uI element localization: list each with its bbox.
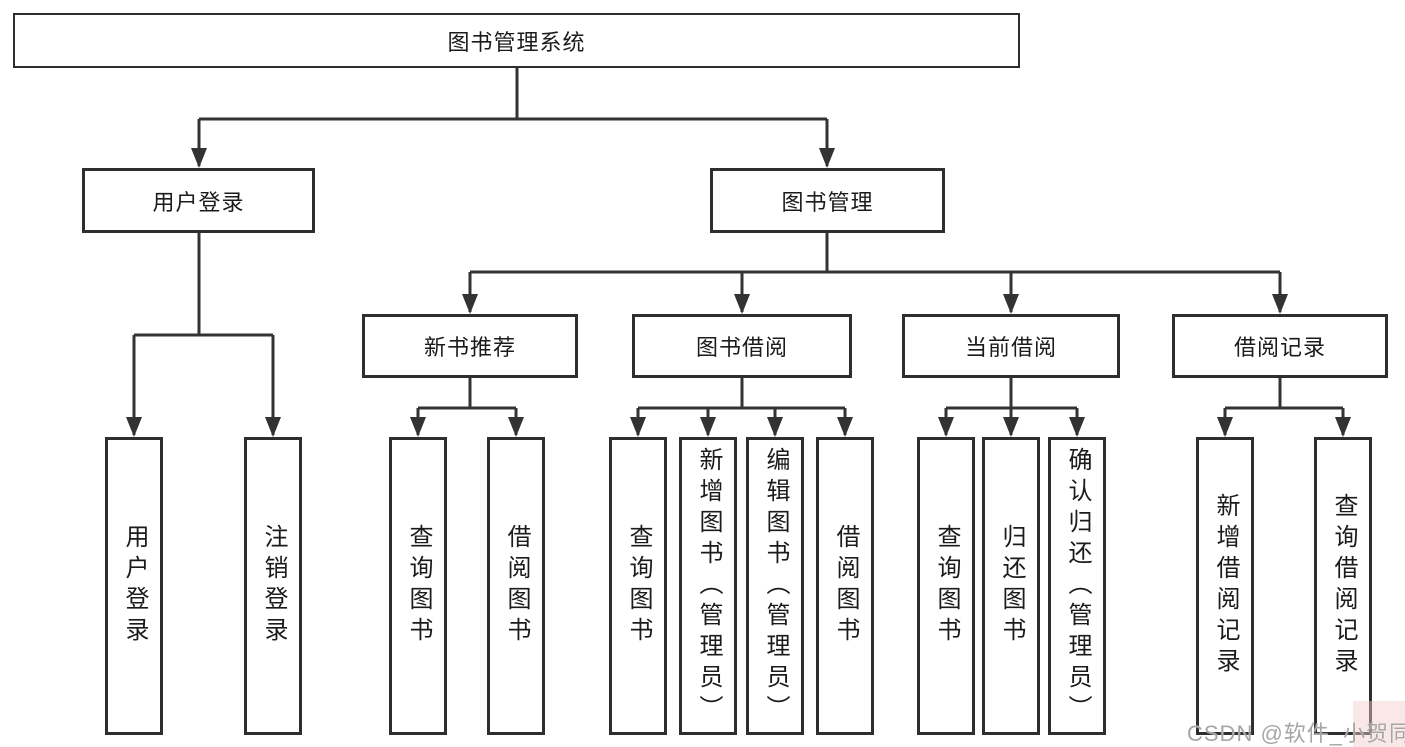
node-new-book-recommend: 新书推荐 — [362, 314, 578, 378]
leaf-add-borrow-record: 新增借阅记录 — [1196, 437, 1254, 735]
node-user-login: 用户登录 — [82, 168, 315, 233]
node-library-system: 图书管理系统 — [13, 13, 1020, 68]
leaf-confirm-return-admin-label: 确认归还（管理员） — [1064, 446, 1091, 726]
leaf-edit-book-admin-label: 编辑图书（管理员） — [762, 446, 789, 726]
node-book-management: 图书管理 — [710, 168, 945, 233]
corner-tint — [1353, 701, 1405, 747]
leaf-query-books-recommend-label: 查询图书 — [405, 524, 432, 648]
leaf-borrow-books-label: 借阅图书 — [832, 524, 859, 648]
leaf-add-book-admin-label: 新增图书（管理员） — [695, 446, 722, 726]
leaf-return-books-label: 归还图书 — [998, 524, 1025, 648]
leaf-edit-book-admin: 编辑图书（管理员） — [746, 437, 804, 735]
leaf-return-books: 归还图书 — [982, 437, 1040, 735]
leaf-logout-label: 注销登录 — [260, 524, 287, 648]
leaf-borrow-books: 借阅图书 — [816, 437, 874, 735]
leaf-query-books-recommend: 查询图书 — [389, 437, 447, 735]
leaf-logout: 注销登录 — [244, 437, 302, 735]
node-current-borrow: 当前借阅 — [902, 314, 1120, 378]
leaf-borrow-books-recommend: 借阅图书 — [487, 437, 545, 735]
leaf-add-book-admin: 新增图书（管理员） — [679, 437, 737, 735]
leaf-query-borrow-record-label: 查询借阅记录 — [1330, 493, 1357, 679]
leaf-confirm-return-admin: 确认归还（管理员） — [1048, 437, 1106, 735]
leaf-add-borrow-record-label: 新增借阅记录 — [1212, 493, 1239, 679]
node-borrow-records: 借阅记录 — [1172, 314, 1388, 378]
leaf-query-borrow-record: 查询借阅记录 — [1314, 437, 1372, 735]
node-book-borrow: 图书借阅 — [632, 314, 852, 378]
leaf-query-books-current: 查询图书 — [917, 437, 975, 735]
leaf-query-books-current-label: 查询图书 — [933, 524, 960, 648]
leaf-query-books-borrow: 查询图书 — [609, 437, 667, 735]
csdn-watermark: CSDN @软件_小贺同学 — [1187, 721, 1405, 746]
leaf-borrow-books-recommend-label: 借阅图书 — [503, 524, 530, 648]
leaf-query-books-borrow-label: 查询图书 — [625, 524, 652, 648]
leaf-user-login-label: 用户登录 — [121, 524, 148, 648]
leaf-user-login: 用户登录 — [105, 437, 163, 735]
